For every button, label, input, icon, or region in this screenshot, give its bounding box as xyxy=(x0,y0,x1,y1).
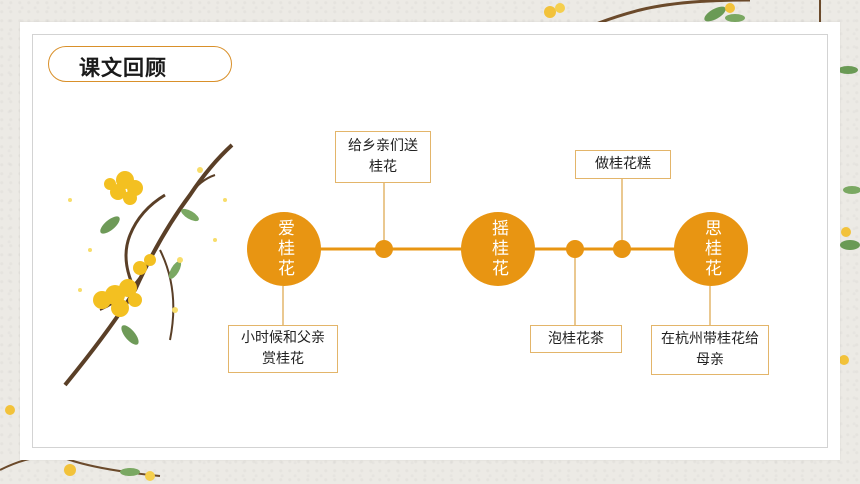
timeline-dot-gift xyxy=(375,240,393,258)
content-panel-border xyxy=(32,34,828,448)
timeline-dot-tea xyxy=(566,240,584,258)
timeline-node-shake: 摇桂花 xyxy=(461,212,535,286)
slide-title: 课文回顾 xyxy=(79,56,167,80)
timeline-dot-cake xyxy=(613,240,631,258)
right-side-leaf-decoration xyxy=(838,66,860,365)
bottom-left-flower-decoration xyxy=(0,405,161,481)
timeline-node-love: 爱桂花 xyxy=(247,212,321,286)
event-label-gift: 给乡亲们送桂花 xyxy=(335,131,431,183)
event-label-hangzhou: 在杭州带桂花给母亲 xyxy=(651,325,769,375)
osmanthus-branch-icon xyxy=(63,143,234,387)
event-label-childhood: 小时候和父亲赏桂花 xyxy=(228,325,338,373)
event-label-cake: 做桂花糕 xyxy=(575,150,671,179)
event-label-tea: 泡桂花茶 xyxy=(530,325,622,353)
slide-title-pill: 课文回顾 xyxy=(48,46,232,82)
timeline-node-miss: 思桂花 xyxy=(674,212,748,286)
